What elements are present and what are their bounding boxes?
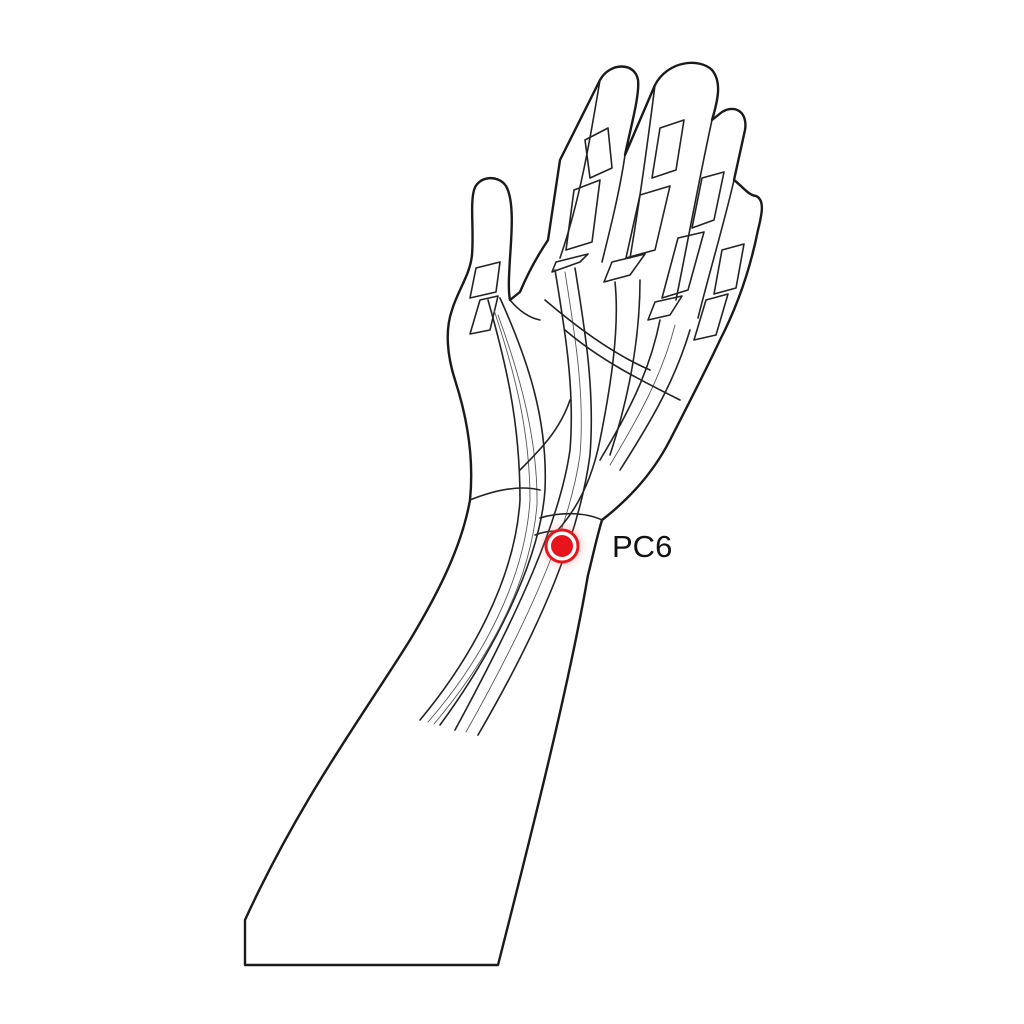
ring-proximal-phalanx xyxy=(647,295,683,321)
little-distal-phalanx xyxy=(713,243,745,295)
tendon-thumb-2 xyxy=(439,297,547,726)
tendon-thumb-fibers-2 xyxy=(433,314,538,725)
ring-distal-phalanx xyxy=(691,171,725,229)
index-distal-phalanx xyxy=(584,127,613,179)
tendon-ring-1 xyxy=(599,319,661,461)
index-finger-edge xyxy=(559,79,601,259)
palm-crease xyxy=(469,487,541,501)
pc6-point xyxy=(536,520,588,572)
tendon-thumb-1 xyxy=(419,299,521,721)
index-middle-gap xyxy=(601,154,626,263)
tendon-ring-fibers xyxy=(609,324,676,466)
middle-middle-phalanx xyxy=(625,185,671,259)
ring-little-gap xyxy=(697,179,735,319)
little-middle-phalanx xyxy=(693,293,729,341)
thumb-metacarpal xyxy=(469,295,499,335)
tendon-thumb-fibers-1 xyxy=(427,309,531,723)
index-proximal-phalanx xyxy=(551,253,589,273)
tendon-ring-2 xyxy=(619,329,691,471)
middle-finger-edge xyxy=(629,84,656,259)
flexor-tendons xyxy=(419,267,691,736)
tendon-index-2 xyxy=(477,267,593,736)
thumb-web xyxy=(509,299,541,321)
arm-outline xyxy=(243,61,764,967)
tendon-index-1 xyxy=(454,269,573,731)
wrist-crease-1 xyxy=(539,512,603,521)
thenar-line xyxy=(519,399,571,471)
tendon-middle-1 xyxy=(547,281,618,541)
middle-distal-phalanx xyxy=(651,119,685,179)
tendon-middle-2 xyxy=(609,279,641,456)
acupoint-marker-icon xyxy=(551,535,573,557)
forearm-hand-silhouette xyxy=(243,61,764,967)
middle-proximal-phalanx xyxy=(603,253,646,283)
thumb-phalanx xyxy=(469,261,501,299)
finger-contours xyxy=(509,79,735,321)
tendon-crossing-1 xyxy=(564,329,681,401)
tendon-crossing-2 xyxy=(544,299,651,371)
point-label: PC6 xyxy=(612,529,672,564)
middle-ring-gap xyxy=(675,119,713,301)
